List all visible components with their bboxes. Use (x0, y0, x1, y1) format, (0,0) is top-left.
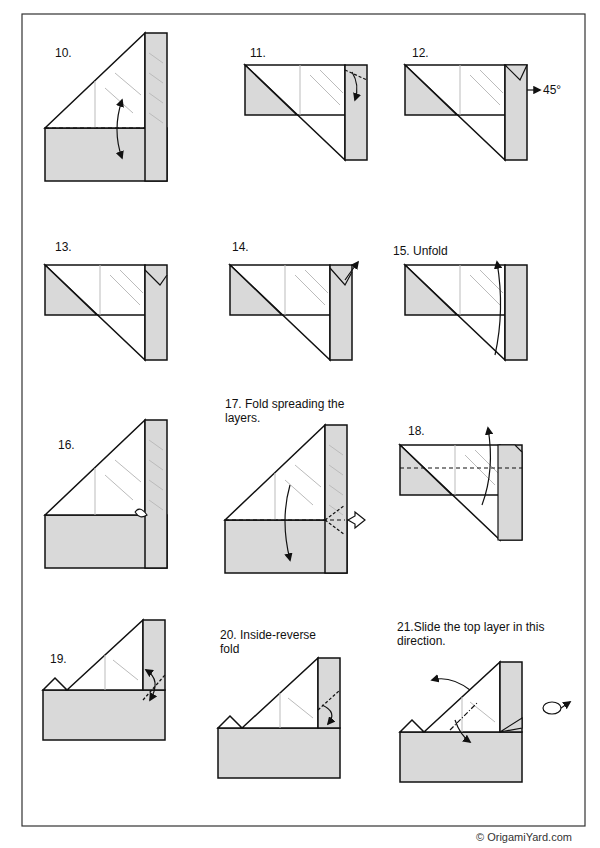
step-number: 13. (55, 240, 95, 254)
step-instruction: 15. Unfold (393, 244, 493, 258)
step-number: 19. (50, 652, 90, 666)
angle-label: 45° (543, 83, 583, 97)
copyright-note: © OrigamiYard.com (476, 830, 596, 844)
step-number: 18. (408, 424, 448, 438)
step-instruction: 20. Inside-reverse fold (220, 628, 330, 656)
step-instruction: 17. Fold spreading the layers. (225, 397, 375, 425)
step-number: 10. (55, 46, 95, 60)
step-instruction: 21.Slide the top layer in this direction… (397, 620, 547, 648)
step-number: 12. (412, 46, 452, 60)
step-number: 11. (250, 46, 290, 60)
step-number: 14. (232, 240, 272, 254)
step-number: 16. (58, 438, 98, 452)
